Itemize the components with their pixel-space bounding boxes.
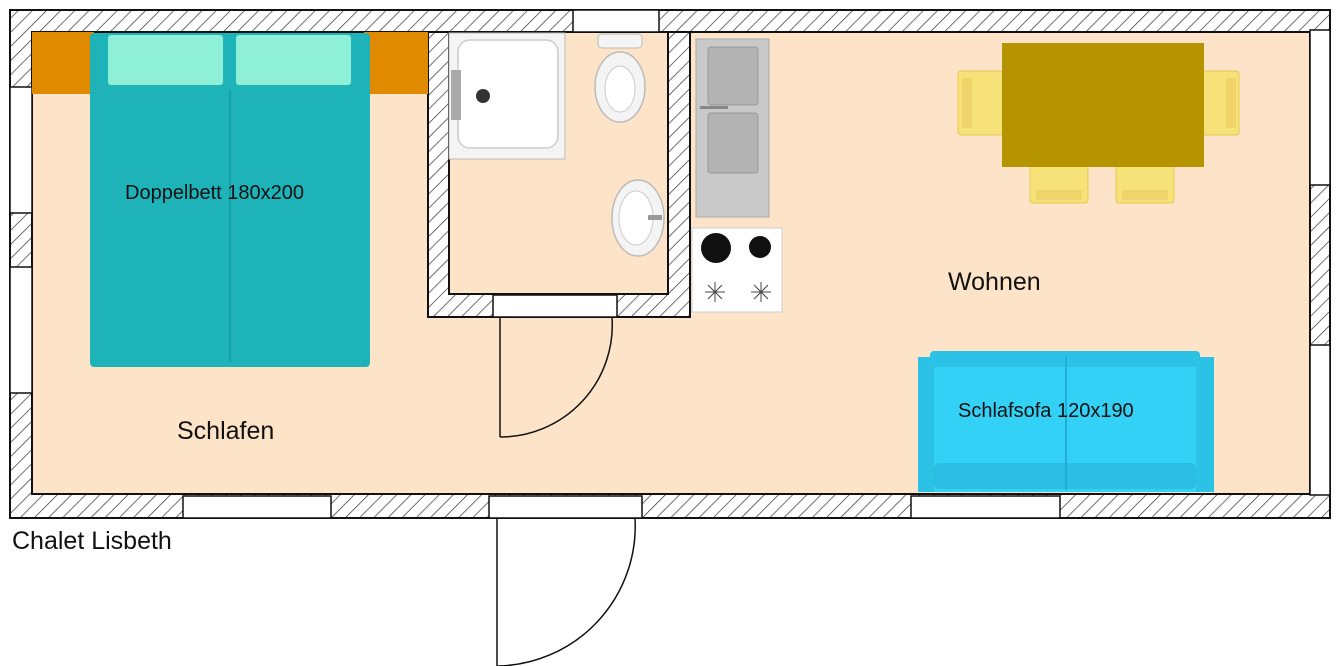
entrance-door-swing xyxy=(496,517,636,666)
window-right-top xyxy=(1309,29,1331,186)
fridge xyxy=(695,38,770,218)
shower-tray xyxy=(448,32,566,160)
sofa-label: Schlafsofa 120x190 xyxy=(958,400,1134,422)
bed-label: Doppelbett 180x200 xyxy=(125,182,304,204)
stove xyxy=(691,227,783,313)
washbasin xyxy=(611,179,665,257)
sofa xyxy=(918,351,1214,492)
window-top xyxy=(572,9,660,33)
window-right-bottom xyxy=(1309,344,1331,496)
bathroom-door-opening xyxy=(492,294,618,318)
bathroom-door-swing xyxy=(499,316,614,438)
living-area-label: Wohnen xyxy=(948,268,1041,296)
toilet xyxy=(594,33,646,123)
window-left-top xyxy=(9,86,33,214)
double-bed xyxy=(32,32,428,367)
window-bottom-left xyxy=(182,495,332,519)
window-bottom-right xyxy=(910,495,1061,519)
entrance-door-opening xyxy=(488,495,643,519)
plan-title: Chalet Lisbeth xyxy=(12,527,172,555)
dining-table xyxy=(1002,43,1204,167)
sleeping-area-label: Schlafen xyxy=(177,417,274,445)
window-left-bottom xyxy=(9,266,33,394)
dining-set xyxy=(957,43,1240,204)
